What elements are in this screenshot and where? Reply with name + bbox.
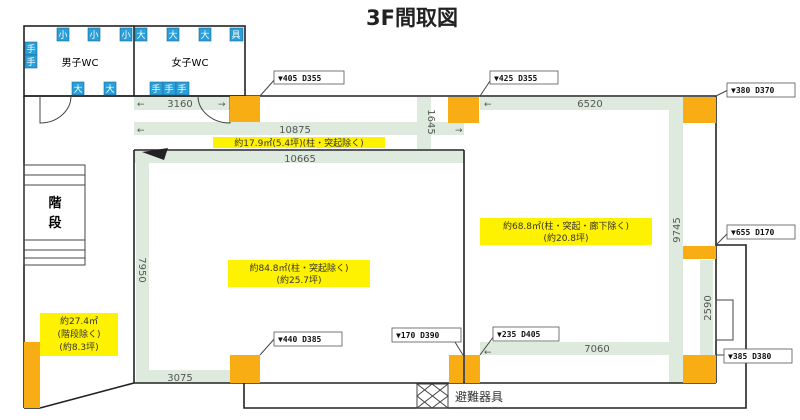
svg-text:手: 手 [177, 83, 186, 95]
area-hall-main: 約84.8㎡(柱・突起除く) (約25.7坪) [228, 260, 370, 287]
svg-text:約68.8㎡(柱・突起・廊下除く): 約68.8㎡(柱・突起・廊下除く) [503, 220, 629, 232]
svg-text:約84.8㎡(柱・突起除く): 約84.8㎡(柱・突起除く) [249, 262, 348, 274]
svg-text:小: 小 [121, 30, 130, 41]
dim-3160: 3160 [167, 99, 192, 110]
svg-text:約27.4㎡: 約27.4㎡ [60, 315, 98, 327]
pillars [24, 96, 716, 408]
svg-text:(階段除く): (階段除く) [57, 328, 100, 340]
dim-3075: 3075 [167, 373, 192, 384]
dim-9745: 9745 [672, 217, 683, 242]
svg-text:手: 手 [26, 43, 35, 55]
svg-text:→: → [455, 126, 463, 136]
svg-text:手: 手 [26, 56, 35, 68]
area-hall-right: 約68.8㎡(柱・突起・廊下除く) (約20.8坪) [480, 218, 652, 245]
dim-10875: 10875 [279, 125, 311, 136]
svg-text:←: ← [137, 126, 145, 136]
dimension-labels: 3160 10875 10665 1645 6520 9745 7950 307… [136, 99, 714, 384]
svg-text:←: ← [484, 100, 492, 110]
doors [39, 95, 231, 124]
svg-text:大: 大 [105, 83, 114, 95]
svg-text:小: 小 [89, 30, 98, 41]
wc-fixtures: 小 小 小 大 大 大 具 手 手 大 大 手 手 手 [24, 27, 244, 96]
svg-text:←: ← [484, 348, 492, 358]
area-left-room: 約27.4㎡ (階段除く) (約8.3坪) [40, 313, 118, 356]
svg-text:小: 小 [58, 30, 67, 41]
pillar-label: ▼425 D355 [494, 74, 538, 83]
dim-10665: 10665 [284, 154, 316, 165]
womens-wc-label: 女子WC [172, 56, 209, 69]
pillar-label: ▼235 D405 [497, 330, 541, 339]
dim-7060: 7060 [584, 344, 609, 355]
area-corridor: 約17.9㎡(5.4坪)(柱・突起除く) [213, 137, 385, 149]
svg-text:約17.9㎡(5.4坪)(柱・突起除く): 約17.9㎡(5.4坪)(柱・突起除く) [234, 137, 363, 149]
dim-7950: 7950 [136, 257, 147, 282]
svg-text:大: 大 [168, 29, 177, 41]
pillar-callouts: ▼405 D355 ▼425 D355 ▼380 D370 ▼655 D170 … [259, 70, 796, 364]
dim-1645: 1645 [425, 109, 436, 134]
mens-wc-label: 男子WC [62, 57, 99, 69]
pillar-label: ▼405 D355 [278, 74, 322, 83]
svg-text:(約20.8坪): (約20.8坪) [543, 232, 588, 244]
dim-6520: 6520 [577, 99, 602, 110]
svg-text:大: 大 [200, 29, 209, 41]
dimension-bands [134, 97, 713, 383]
svg-text:手: 手 [151, 83, 160, 95]
stairs-label: 段 [48, 215, 61, 231]
svg-text:(約25.7坪): (約25.7坪) [276, 274, 321, 286]
dim-2590: 2590 [703, 295, 714, 320]
svg-text:大: 大 [73, 83, 82, 95]
stairs: 階 段 [23, 164, 86, 266]
pillar-label: ▼385 D380 [728, 352, 772, 361]
pillar-label: ▼440 D385 [278, 335, 322, 344]
evacuation-label: 避難器具 [455, 389, 503, 404]
svg-text:→: → [218, 100, 226, 110]
svg-text:手: 手 [164, 83, 173, 95]
svg-text:大: 大 [136, 29, 145, 41]
stairs-label: 階 [48, 195, 61, 211]
pillar-label: ▼170 D390 [396, 331, 440, 340]
pillar-label: ▼380 D370 [731, 86, 775, 95]
evacuation-equipment: 避難器具 [416, 383, 503, 409]
page-title: 3F間取図 [366, 6, 458, 30]
svg-text:具: 具 [231, 30, 240, 41]
pillar-label: ▼655 D170 [731, 228, 775, 237]
svg-text:(約8.3坪): (約8.3坪) [59, 341, 98, 353]
svg-text:←: ← [137, 100, 145, 110]
